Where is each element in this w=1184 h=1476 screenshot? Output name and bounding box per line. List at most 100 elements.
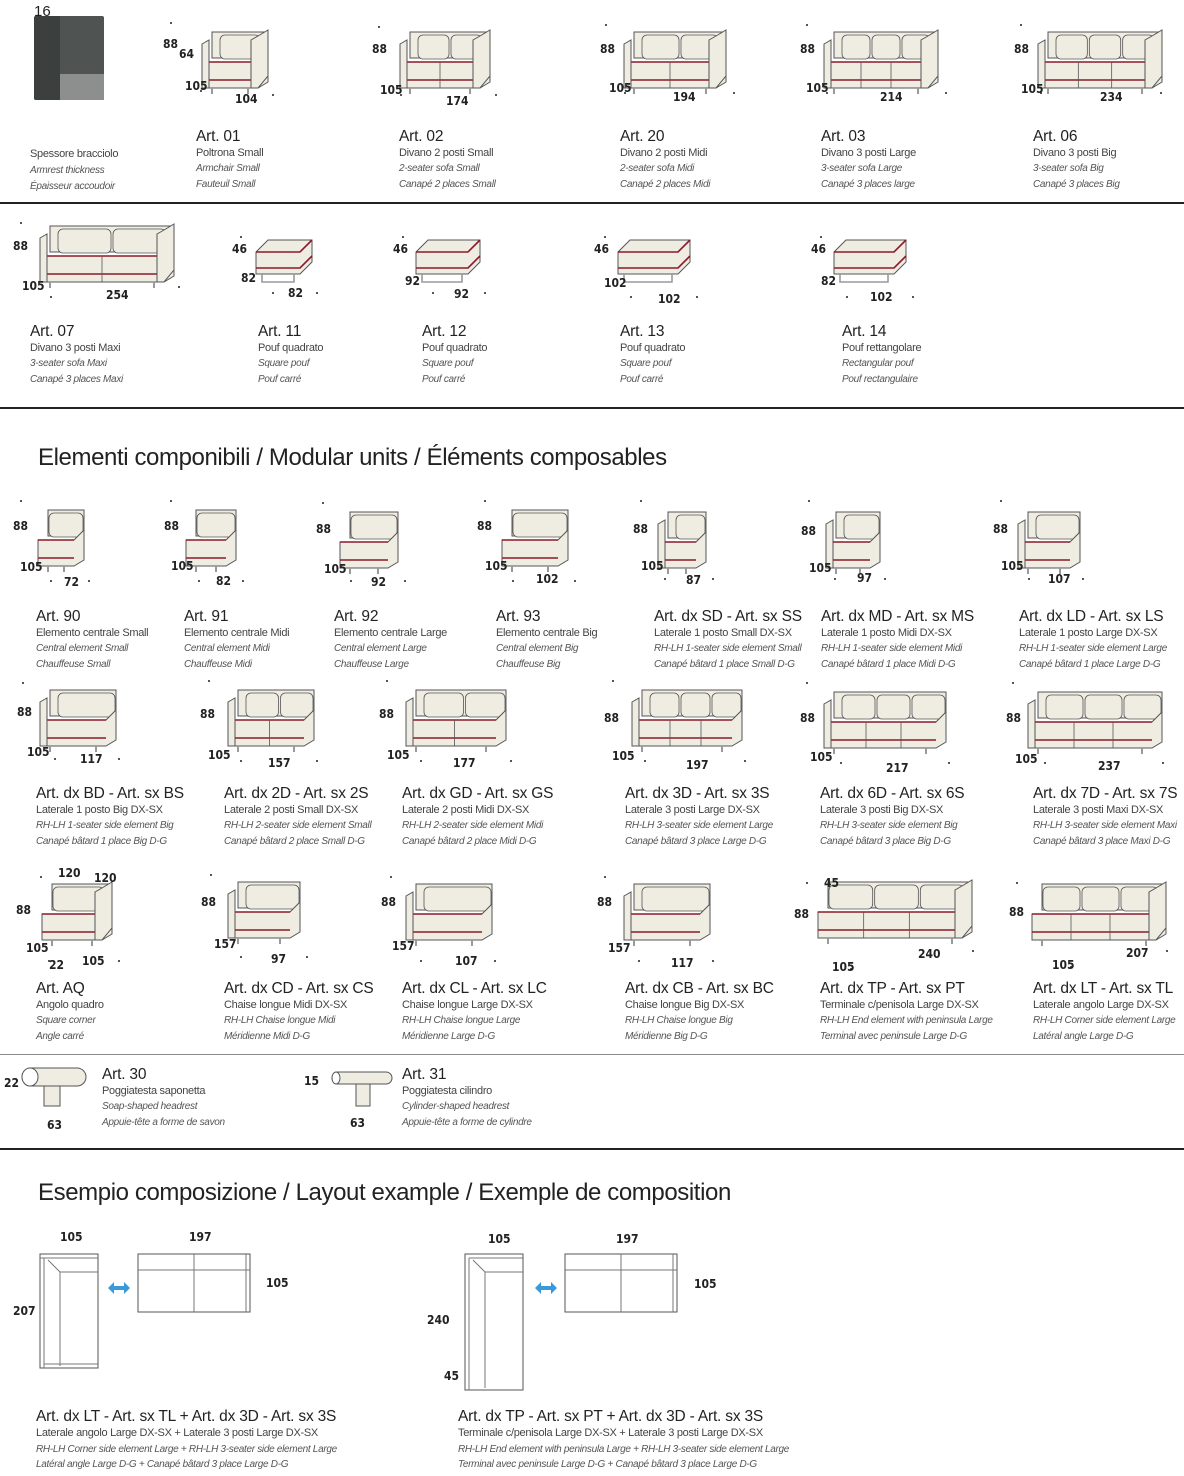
article-name-it: Angolo quadro <box>36 999 104 1011</box>
sofa-illustration <box>1031 881 1167 946</box>
article-name-en: Rectangular pouf <box>842 358 914 369</box>
dim-marker <box>808 500 810 502</box>
dim-width: 105 <box>82 954 105 968</box>
layout-2-en: RH-LH End element with peninsula Large +… <box>458 1444 790 1455</box>
dim-height: 46 <box>594 242 610 256</box>
dim-marker <box>1166 950 1168 952</box>
article-name-en: 2-seater sofa Midi <box>620 163 695 174</box>
dim-depth: 105 <box>26 941 49 955</box>
dim-width: 234 <box>1100 90 1123 104</box>
dim-marker <box>432 292 434 294</box>
dim-depth: 105 <box>1021 82 1044 96</box>
dim-depth: 105 <box>832 960 855 974</box>
dim-width: 97 <box>857 571 873 585</box>
layout-2-dim-depth: 105 <box>488 1232 511 1246</box>
dim-marker <box>624 92 626 94</box>
dim-marker <box>350 580 352 582</box>
dim-width: 82 <box>216 574 232 588</box>
article-name-fr: Fauteuil Small <box>196 179 256 190</box>
dim-marker <box>200 90 202 92</box>
dim-marker <box>48 960 50 962</box>
dim-marker <box>912 296 914 298</box>
dim-width: 63 <box>47 1118 63 1132</box>
dim-height: 88 <box>794 907 810 921</box>
dim-marker <box>826 92 828 94</box>
pouf-illustration <box>617 239 691 283</box>
layout-1-dim-side: 105 <box>266 1276 289 1290</box>
dim-marker <box>378 26 380 28</box>
dim-arm: 22 <box>49 958 65 972</box>
dim-marker <box>322 502 324 504</box>
article-code: Art. 90 <box>36 608 81 625</box>
article-name-fr: Canapé 3 places Maxi <box>30 374 123 385</box>
sofa-illustration <box>817 879 973 944</box>
dim-marker <box>420 760 422 762</box>
dim-depth: 105 <box>485 559 508 573</box>
dim-width: 107 <box>1048 572 1071 586</box>
article-name-en: Square pouf <box>258 358 310 369</box>
dim-depth: 105 <box>1052 958 1075 972</box>
article-name-en: RH-LH Chaise longue Midi <box>224 1015 336 1026</box>
dim-marker <box>306 956 308 958</box>
dim-marker <box>198 580 200 582</box>
article-code: Art. 14 <box>842 323 887 340</box>
dim-height: 46 <box>811 242 827 256</box>
layout-2-dim-length: 240 <box>427 1313 450 1327</box>
dim-depth: 105 <box>185 79 208 93</box>
dim-height: 88 <box>800 42 816 56</box>
dim-marker <box>404 580 406 582</box>
cylinder-headrest-icon <box>331 1071 393 1107</box>
dim-width: 217 <box>886 761 909 775</box>
article-name-it: Chaise longue Large DX-SX <box>402 999 533 1011</box>
article-name-it: Laterale 2 posti Small DX-SX <box>224 804 359 816</box>
article-code: Art. dx CL - Art. sx LC <box>402 980 547 997</box>
article-name-it: Laterale angolo Large DX-SX <box>1033 999 1169 1011</box>
article-name-fr: Canapé bâtard 3 place Maxi D-G <box>1033 836 1171 847</box>
article-name-it: Elemento centrale Large <box>334 627 447 639</box>
dim-width: 63 <box>350 1116 366 1130</box>
dim-marker <box>806 682 808 684</box>
dim-marker <box>820 236 822 238</box>
dim-marker <box>316 760 318 762</box>
article-name-en: 3-seater sofa Large <box>821 163 903 174</box>
section-divider <box>0 202 1184 204</box>
article-name-it: Pouf quadrato <box>258 342 324 354</box>
dim-height: 88 <box>316 522 332 536</box>
article-name-fr: Appuie-tête a forme de savon <box>102 1117 225 1128</box>
dim-marker <box>170 500 172 502</box>
pouf-illustration <box>255 239 313 283</box>
article-name-en: RH-LH 3-seater side element Maxi <box>1033 820 1177 831</box>
layout-example-title: Esempio composizione / Layout example / … <box>38 1179 731 1206</box>
article-code: Art. dx 6D - Art. sx 6S <box>820 785 965 802</box>
dim-depth: 105 <box>27 745 50 759</box>
dim-height: 88 <box>379 707 395 721</box>
article-code: Art. dx GD - Art. sx GS <box>402 785 554 802</box>
sofa-illustration <box>823 29 939 94</box>
sofa-illustration <box>227 689 315 752</box>
dim-marker <box>40 876 42 878</box>
article-name-en: Central element Small <box>36 643 129 654</box>
dim-seat-height: 64 <box>179 47 195 61</box>
dim-height: 88 <box>633 522 649 536</box>
article-code: Art. 92 <box>334 608 379 625</box>
sofa-illustration <box>405 883 493 946</box>
dim-width: 92 <box>371 575 387 589</box>
article-name-it: Laterale 3 posti Large DX-SX <box>625 804 760 816</box>
dim-marker <box>420 960 422 962</box>
dim-width: 102 <box>536 572 559 586</box>
dim-width: 102 <box>658 292 681 306</box>
article-name-en: RH-LH 3-seater side element Large <box>625 820 773 831</box>
armrest-label-fr: Épaisseur accoudoir <box>30 181 115 192</box>
article-name-fr: Canapé bâtard 3 place Big D-G <box>820 836 951 847</box>
article-code: Art. 02 <box>399 128 444 145</box>
dim-height: 88 <box>477 519 493 533</box>
dim-marker <box>834 578 836 580</box>
article-name-fr: Canapé bâtard 1 place Small D-G <box>654 659 795 670</box>
article-name-it: Poltrona Small <box>196 147 264 159</box>
article-name-en: RH-LH End element with peninsula Large <box>820 1015 993 1026</box>
article-code: Art. 93 <box>496 608 541 625</box>
article-name-en: 3-seater sofa Maxi <box>30 358 107 369</box>
dim-marker <box>605 24 607 26</box>
article-name-it: Divano 3 posti Big <box>1033 147 1117 159</box>
dim-height: 88 <box>1009 905 1025 919</box>
